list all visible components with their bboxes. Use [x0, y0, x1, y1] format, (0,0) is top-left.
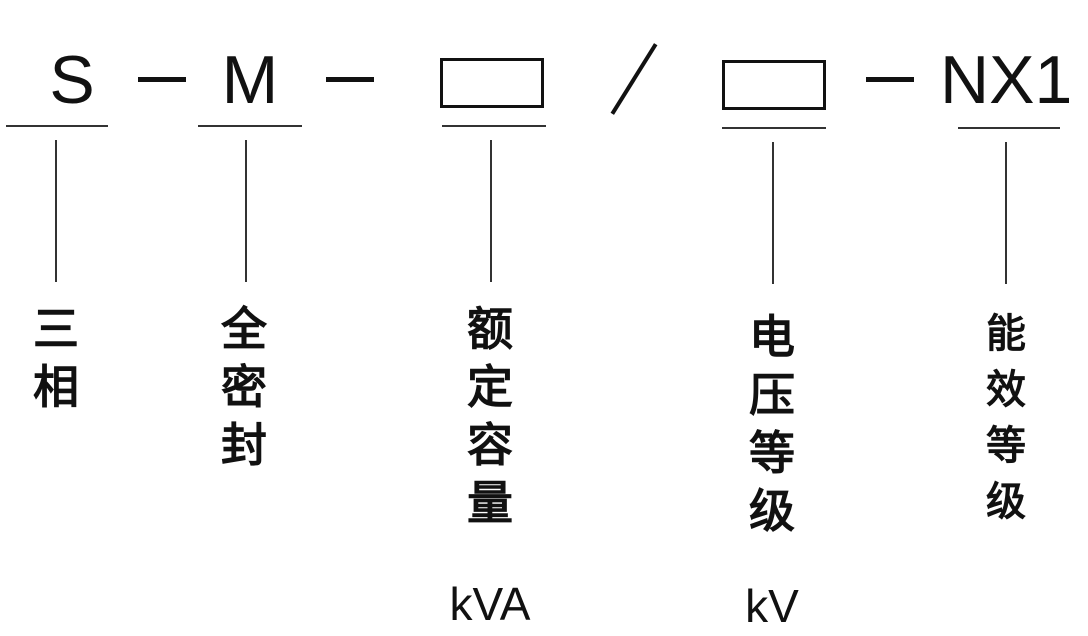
label-char: 额	[467, 302, 513, 356]
capacity-placeholder-box	[440, 58, 544, 108]
code-s: S	[49, 42, 95, 118]
separator-dash-3	[866, 77, 914, 82]
label-char: 相	[33, 360, 79, 414]
label-char: 全	[221, 302, 267, 356]
label-char: 容	[467, 418, 513, 472]
underline-nx1	[958, 127, 1060, 129]
leader-line-capacity	[490, 140, 492, 282]
leader-line-voltage	[772, 142, 774, 284]
leader-line-m	[245, 140, 247, 282]
leader-line-nx1	[1005, 142, 1007, 284]
separator-dash-2	[326, 77, 374, 82]
label-char: 级	[749, 484, 795, 538]
label-char: 等	[986, 423, 1026, 469]
label-char: 效	[986, 367, 1026, 413]
label-char: 能	[986, 311, 1026, 357]
separator-slash	[610, 43, 658, 115]
label-char: 量	[467, 476, 513, 530]
voltage-placeholder-box	[722, 60, 826, 110]
label-char: 三	[33, 302, 79, 356]
label-fully-sealed: 全 密 封	[214, 300, 274, 474]
underline-m	[198, 125, 302, 127]
underline-s	[6, 125, 108, 127]
underline-capacity	[442, 125, 546, 127]
separator-dash-1	[138, 77, 186, 82]
label-efficiency-level: 能 效 等 级	[976, 306, 1036, 530]
label-voltage-level: 电 压 等 级	[742, 308, 802, 540]
label-char: 压	[749, 368, 795, 422]
code-m: M	[221, 42, 279, 118]
label-voltage-unit: kV	[745, 580, 799, 632]
label-three-phase: 三 相	[26, 300, 86, 416]
label-rated-capacity: 额 定 容 量	[460, 300, 520, 532]
label-char: 密	[221, 360, 267, 414]
leader-line-s	[55, 140, 57, 282]
underline-voltage	[722, 127, 826, 129]
label-char: 电	[749, 310, 795, 364]
label-char: 封	[221, 418, 267, 472]
label-char: 级	[986, 479, 1026, 525]
code-nx1: NX1	[940, 42, 1073, 118]
label-char: 等	[749, 426, 795, 480]
label-char: 定	[467, 360, 513, 414]
label-capacity-unit: kVA	[449, 578, 531, 630]
